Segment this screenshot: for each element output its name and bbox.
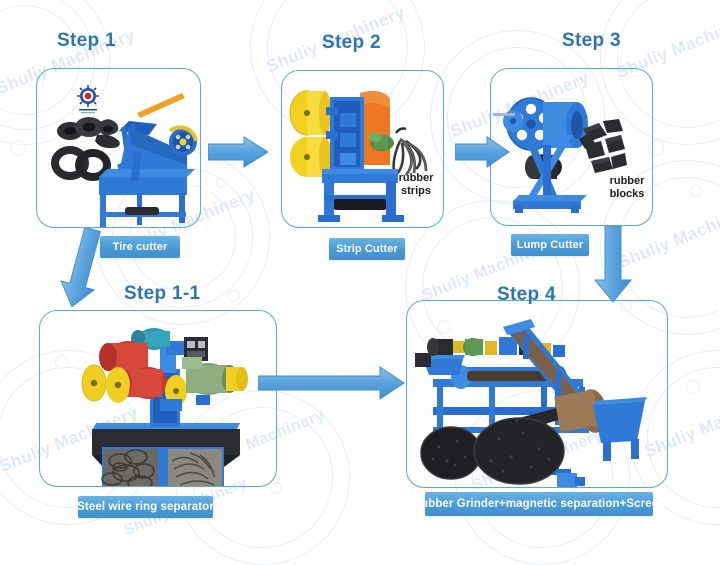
watermark-dot <box>228 290 240 302</box>
step-1-1-title: Step 1-1 <box>124 283 201 304</box>
watermark-dot <box>690 185 702 197</box>
arrow-step3-to-step4 <box>593 225 633 309</box>
step-1-1-image <box>40 311 276 486</box>
step-1-badge[interactable]: Tire cutter <box>100 236 180 258</box>
step-3-caption-line1: rubber <box>609 175 645 187</box>
step-1-1-badge[interactable]: Steel wire ring separator <box>77 496 214 518</box>
step-2-caption: rubber strips <box>388 172 444 197</box>
step-1-card[interactable] <box>36 68 201 228</box>
watermark-dot <box>686 380 700 394</box>
step-3-badge[interactable]: Lump Cutter <box>511 234 589 256</box>
step-4-card[interactable] <box>406 300 668 488</box>
step-2-card[interactable] <box>281 70 444 228</box>
step-3-card[interactable] <box>490 68 653 226</box>
step-2-badge[interactable]: Strip Cutter <box>329 238 405 260</box>
step-1-title: Step 1 <box>57 30 116 51</box>
arrow-step2-to-step3 <box>454 136 511 173</box>
arrow-step1-to-step2 <box>207 136 270 173</box>
step-3-title: Step 3 <box>562 30 621 51</box>
arrow-step1-1-to-step4 <box>257 362 406 409</box>
step-4-title: Step 4 <box>497 284 556 305</box>
step-2-title: Step 2 <box>322 32 381 53</box>
arrow-step1-to-step1-1 <box>58 226 118 315</box>
step-3-caption-line2: blocks <box>609 187 645 200</box>
watermark-dot <box>10 140 26 156</box>
step-4-image <box>407 301 667 487</box>
step-2-caption-line1: rubber <box>398 172 434 184</box>
watermark-dot <box>270 482 282 494</box>
step-4-badge[interactable]: Rubber Grinder+magnetic separation+Scree… <box>413 492 665 516</box>
watermark-dot <box>216 178 226 188</box>
step-2-caption-line2: strips <box>401 184 431 197</box>
step-3-caption: rubber blocks <box>600 175 654 200</box>
step-1-1-card[interactable] <box>39 310 277 487</box>
step-3-image <box>491 69 652 225</box>
step-2-image <box>282 71 443 227</box>
shuliy-logo <box>77 85 99 114</box>
step-1-image <box>37 69 200 227</box>
